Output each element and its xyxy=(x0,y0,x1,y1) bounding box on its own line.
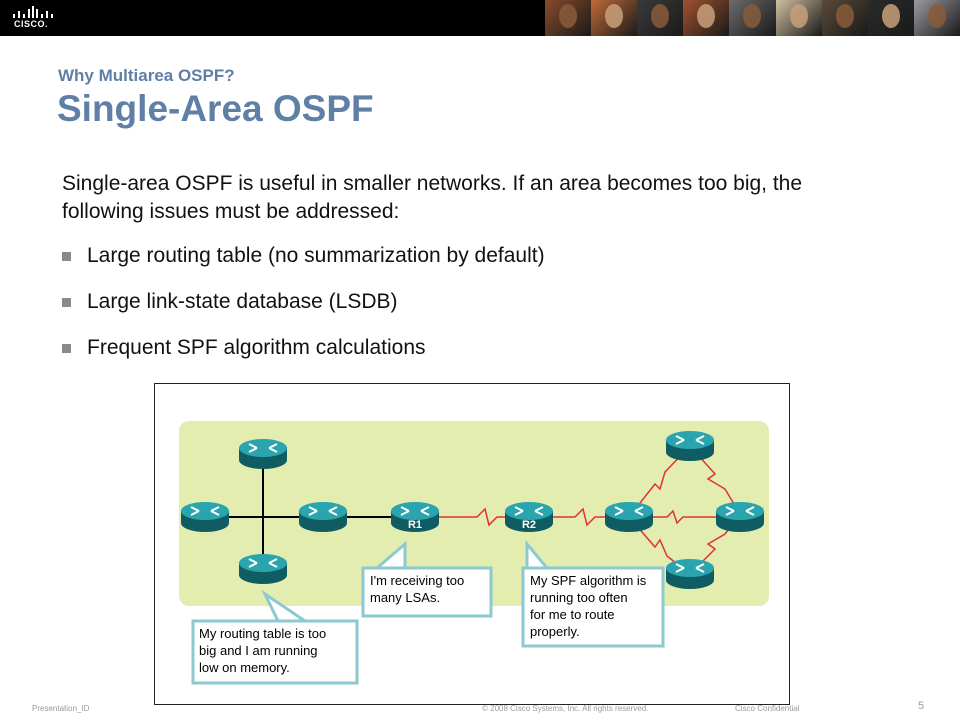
person-photo-icon xyxy=(881,4,900,28)
callout-right-line: properly. xyxy=(530,624,580,639)
person-photo-icon xyxy=(743,4,762,28)
callout-left-line: low on memory. xyxy=(199,660,290,675)
bullet-text: Large routing table (no summarization by… xyxy=(87,244,545,267)
ospf-network-diagram: R1 R2 My routing table is too big and I … xyxy=(154,383,790,705)
router-r1-label: R1 xyxy=(408,519,422,531)
logo-text: CISCO. xyxy=(14,19,49,29)
ospf-area xyxy=(179,421,769,606)
cisco-bridge-icon xyxy=(13,6,53,18)
person-photo-icon xyxy=(559,4,578,28)
serial-link-top-right xyxy=(689,445,741,515)
callout-right: My SPF algorithm is running too often fo… xyxy=(521,539,665,648)
serial-link-r1-r2 xyxy=(415,507,529,527)
router-center-left xyxy=(298,501,348,533)
intro-text: Single-area OSPF is useful in smaller ne… xyxy=(62,172,803,223)
header-photo xyxy=(775,0,822,36)
callout-middle-line: many LSAs. xyxy=(370,590,440,605)
person-photo-icon xyxy=(835,4,854,28)
serial-link-r2-right xyxy=(529,507,629,527)
callout-left: My routing table is too big and I am run… xyxy=(191,589,359,685)
person-photo-icon xyxy=(789,4,808,28)
footer-presentation-id: Presentation_ID xyxy=(32,704,90,713)
square-bullet-icon xyxy=(62,298,71,307)
slide-subtitle: Why Multiarea OSPF? xyxy=(58,66,235,85)
header-photo xyxy=(821,0,868,36)
bullet-item: Large routing table (no summarization by… xyxy=(62,244,545,290)
router-top-left xyxy=(238,438,288,470)
router-bottom-left xyxy=(238,553,288,585)
callout-middle-line: I'm receiving too xyxy=(370,573,464,588)
header-photo xyxy=(913,0,960,36)
header-photo-strip xyxy=(545,0,960,36)
page-number: 5 xyxy=(918,700,925,712)
svg-text:My routing table is too: My routing table is too big and I am run… xyxy=(199,626,330,675)
router-far-right xyxy=(715,501,765,533)
person-photo-icon xyxy=(651,4,670,28)
footer-copyright: © 2008 Cisco Systems, Inc. All rights re… xyxy=(482,704,649,713)
square-bullet-icon xyxy=(62,252,71,261)
person-photo-icon xyxy=(605,4,624,28)
serial-link-hub-right xyxy=(629,509,740,525)
header-bar: CISCO. xyxy=(0,0,960,36)
header-photo xyxy=(867,0,914,36)
person-photo-icon xyxy=(927,4,946,28)
bullet-item: Frequent SPF algorithm calculations xyxy=(62,336,545,382)
slide-title: Single-Area OSPF xyxy=(57,88,374,129)
router-bottom-right xyxy=(665,558,715,590)
callout-right-line: My SPF algorithm is xyxy=(530,573,647,588)
router-left xyxy=(180,501,230,533)
footer-confidential: Cisco Confidential xyxy=(735,704,800,713)
cisco-logo: CISCO. xyxy=(10,5,56,31)
router-r2-label: R2 xyxy=(522,519,536,531)
bullet-text: Large link-state database (LSDB) xyxy=(87,290,398,313)
diagram-canvas: R1 R2 My routing table is too big and I … xyxy=(179,421,769,685)
svg-text:I'm receiving too many: I'm receiving too many LSAs. xyxy=(370,573,468,605)
header-photo xyxy=(545,0,592,36)
callout-right-line: running too often xyxy=(530,590,628,605)
square-bullet-icon xyxy=(62,344,71,353)
serial-link-hub-top xyxy=(628,445,691,518)
callout-left-line: big and I am running xyxy=(199,643,318,658)
router-top-right xyxy=(665,430,715,462)
bullet-list: Large routing table (no summarization by… xyxy=(62,244,545,382)
header-photo xyxy=(637,0,684,36)
header-photo xyxy=(729,0,776,36)
person-photo-icon xyxy=(697,4,716,28)
header-photo xyxy=(591,0,638,36)
bullet-item: Large link-state database (LSDB) xyxy=(62,290,545,336)
callout-middle: I'm receiving too many LSAs. xyxy=(361,540,493,618)
callout-left-line: My routing table is too xyxy=(199,626,326,641)
bullet-text: Frequent SPF algorithm calculations xyxy=(87,336,426,359)
router-hub-right xyxy=(604,501,654,533)
callout-right-line: for me to route xyxy=(530,607,615,622)
header-photo xyxy=(683,0,730,36)
svg-text:My SPF algorithm is ru: My SPF algorithm is running too often fo… xyxy=(530,573,650,639)
